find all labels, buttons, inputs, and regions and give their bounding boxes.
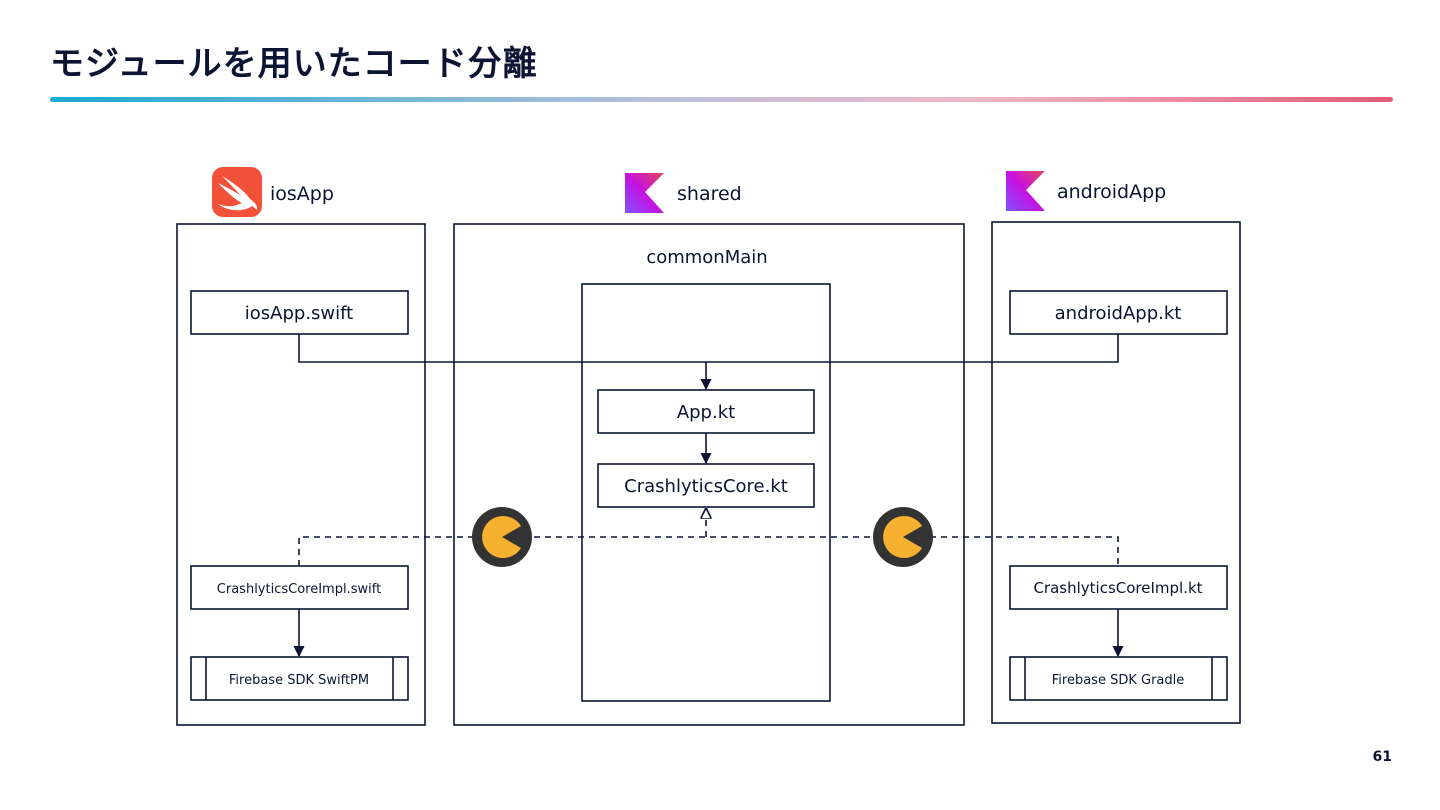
ios-entry-file-label: iosApp.swift (245, 303, 353, 324)
ios-sdk-label: Firebase SDK SwiftPM (229, 673, 369, 688)
ios-module-label: iosApp (270, 183, 334, 205)
kotlin-logo-icon (625, 173, 664, 213)
ios-entry-file-box (190, 290, 409, 335)
interface-file-label: CrashlyticsCore.kt (624, 476, 788, 497)
slide-title: モジュールを用いたコード分離 (50, 44, 538, 84)
ios-sdk-box (190, 656, 409, 701)
android-module-label: androidApp (1057, 181, 1166, 203)
ios-impl-file-label: CrashlyticsCoreImpl.swift (217, 582, 381, 597)
pacman-implementation-icon (472, 507, 532, 567)
app-file-label: App.kt (677, 402, 735, 423)
android-entry-file-box (1009, 290, 1228, 335)
interface-file-box (597, 463, 815, 508)
kotlin-logo-icon (1006, 171, 1045, 211)
shared-module-label: shared (677, 183, 742, 205)
commonmain-label: commonMain (646, 247, 767, 268)
android-sdk-box (1009, 656, 1228, 701)
android-sdk-label: Firebase SDK Gradle (1052, 673, 1185, 688)
entry-connector-line (298, 334, 1119, 363)
app-file-box (597, 389, 815, 434)
android-entry-file-label: androidApp.kt (1055, 303, 1182, 324)
ios-impl-file-box (190, 565, 409, 610)
android-impl-file-box (1009, 565, 1228, 610)
implementation-dashed-line (298, 536, 1119, 566)
android-impl-file-label: CrashlyticsCoreImpl.kt (1033, 579, 1202, 597)
page-number: 61 (1372, 749, 1392, 765)
swift-logo-icon (212, 167, 262, 217)
title-underline (50, 97, 1393, 102)
pacman-implementation-icon (873, 507, 933, 567)
